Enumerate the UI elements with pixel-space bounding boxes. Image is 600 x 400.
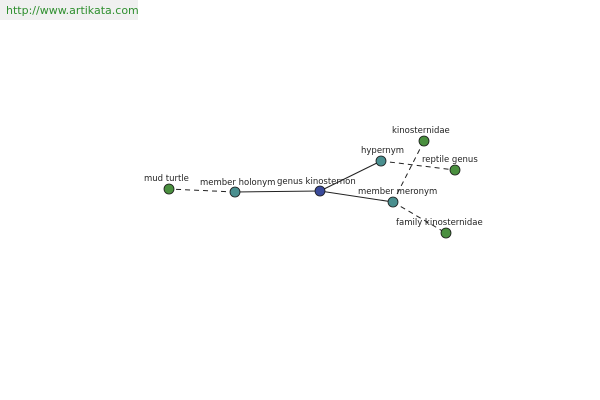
node-mud-turtle[interactable] (163, 183, 175, 195)
node-reptile-genus[interactable] (449, 164, 461, 176)
label-hypernym[interactable]: hypernym (361, 146, 404, 156)
node-member-holonym[interactable] (229, 186, 241, 198)
edge-member-holonym-to-mud-turtle (168, 188, 236, 193)
label-member-meronym[interactable]: member meronym (358, 187, 437, 197)
label-family-kinosternidae[interactable]: family kinosternidae (396, 218, 483, 228)
graph-nodes (163, 135, 461, 239)
label-reptile-genus[interactable]: reptile genus (422, 155, 478, 165)
edge-genus-kinosternon-to-member-holonym (234, 190, 321, 193)
url-bar: http://www.artikata.com (0, 0, 139, 20)
label-genus-kinosternon[interactable]: genus kinosternon (277, 177, 356, 187)
edge-genus-kinosternon-to-hypernym (319, 160, 382, 192)
edge-hypernym-to-reptile-genus (380, 160, 456, 171)
node-kinosternidae[interactable] (418, 135, 430, 147)
node-member-meronym[interactable] (387, 196, 399, 208)
graph-edges (168, 140, 456, 234)
edge-genus-kinosternon-to-member-meronym (319, 190, 394, 203)
url-link[interactable]: http://www.artikata.com (6, 4, 139, 17)
label-mud-turtle[interactable]: mud turtle (144, 174, 189, 184)
node-family-kinosternidae[interactable] (440, 227, 452, 239)
node-genus-kinosternon[interactable] (314, 185, 326, 197)
node-hypernym[interactable] (375, 155, 387, 167)
edge-member-meronym-to-family-kinosternidae (392, 201, 447, 234)
label-kinosternidae[interactable]: kinosternidae (392, 126, 450, 136)
label-member-holonym[interactable]: member holonym (200, 178, 275, 188)
edge-member-meronym-to-kinosternidae (392, 140, 425, 203)
